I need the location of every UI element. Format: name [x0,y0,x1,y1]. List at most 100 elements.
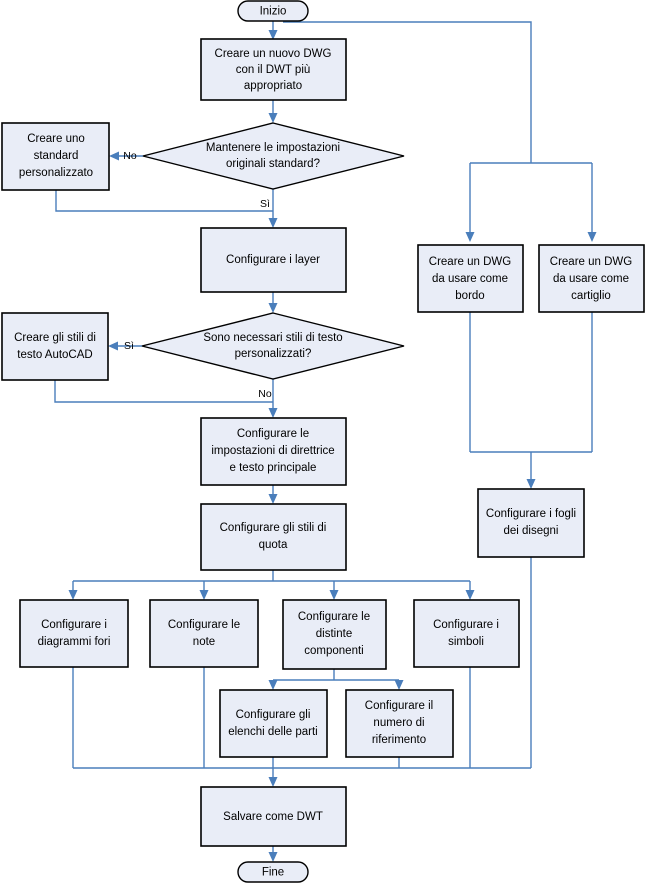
arrowhead-dwg-border [465,232,475,242]
config-parts-list-line-2: elenchi delle parti [228,726,318,738]
config-ref-number-line-1: Configurare il [365,700,433,712]
config-bom-line-3: componenti [304,645,363,657]
decision-standard-line-2: originali standard? [226,158,320,170]
decision-standard-shape [142,122,405,190]
node-config-holes[interactable]: Configurare i diagrammi fori [19,599,129,668]
config-leader-shape [200,417,347,486]
arrowhead-config-parts-list [268,680,278,690]
edge-label-standard-si: Sì [260,198,270,210]
custom-standard-line-2: standard [34,150,79,162]
node-decision-standard[interactable]: Mantenere le impostazioni originali stan… [142,122,405,190]
config-layer-label: Configurare i layer [226,254,320,266]
config-sheets-shape [477,488,585,558]
config-dim-styles-line-2: quota [259,539,288,551]
node-config-dim-styles[interactable]: Configurare gli stili di quota [200,503,347,571]
config-sheets-line-2: dei disegni [504,525,559,537]
dwg-titleblock-line-3: cartiglio [571,290,611,302]
custom-standard-line-1: Creare uno [27,133,85,145]
decision-standard-line-1: Mantenere le impostazioni [206,142,340,154]
config-notes-line-2: note [193,636,215,648]
arrowhead-config-holes [68,590,78,600]
create-dwg-line-3: appropriato [244,80,302,92]
config-holes-line-2: diagrammi fori [38,636,111,648]
edge-label-text-styles-no: No [258,388,272,400]
decision-text-styles-shape [141,312,405,380]
node-end[interactable]: Fine [237,861,309,883]
node-config-notes[interactable]: Configurare le note [149,599,259,668]
edge-label-standard-no: No [123,150,137,162]
config-holes-shape [19,599,129,668]
node-config-ref-number[interactable]: Configurare il numero di riferimento [345,689,454,758]
arrowhead-config-layer [268,218,278,228]
create-dwg-line-1: Creare un nuovo DWG [215,48,332,60]
dwg-border-line-1: Creare un DWG [429,256,511,268]
config-layer-shape [200,227,347,293]
config-dim-styles-shape [200,503,347,571]
dwg-titleblock-line-2: da usare come [553,273,629,285]
config-parts-list-shape [219,689,328,758]
config-notes-line-1: Configurare le [168,619,240,631]
arrowhead-config-dim-styles [268,494,278,504]
dwg-border-line-2: da usare come [432,273,508,285]
node-config-bom[interactable]: Configurare le distinte componenti [282,599,387,670]
start-label: Inizio [260,6,287,18]
arrowhead-config-sheets [526,479,536,489]
arrowhead-end [268,852,278,862]
node-dwg-titleblock[interactable]: Creare un DWG da usare come cartiglio [538,244,645,313]
arrowhead-save-dwt [268,777,278,787]
dwg-border-shape [417,244,524,313]
config-bom-line-1: Configurare le [298,611,370,623]
start-terminator-shape [237,0,309,22]
save-dwt-shape [200,786,347,847]
arrowhead-config-notes [199,590,209,600]
node-config-layer[interactable]: Configurare i layer [200,227,347,293]
config-ref-number-shape [345,689,454,758]
config-sheets-line-1: Configurare i fogli [486,508,576,520]
node-decision-text-styles[interactable]: Sono necessari stili di testo personaliz… [141,312,405,380]
create-dwg-shape [200,38,347,101]
dwg-titleblock-line-1: Creare un DWG [550,256,632,268]
config-leader-line-3: e testo principale [230,462,317,474]
edge-custom-standard-rejoin [55,190,273,212]
autocad-text-styles-line-2: testo AutoCAD [17,349,92,361]
node-dwg-border[interactable]: Creare un DWG da usare come bordo [417,244,524,313]
node-config-sheets[interactable]: Configurare i fogli dei disegni [477,488,585,558]
config-symbols-shape [413,599,520,668]
node-config-leader[interactable]: Configurare le impostazioni di direttric… [200,417,347,486]
node-config-parts-list[interactable]: Configurare gli elenchi delle parti [219,689,328,758]
config-bom-line-2: distinte [316,628,352,640]
arrowhead-custom-standard [109,151,119,161]
save-dwt-label: Salvare come DWT [223,811,323,823]
config-leader-line-1: Configurare le [237,428,309,440]
edge-autocad-text-rejoin [54,380,273,403]
decision-text-styles-line-2: personalizzati? [235,348,312,360]
end-label: Fine [262,867,284,879]
end-terminator-shape [237,861,309,883]
dwg-border-line-3: bordo [455,290,484,302]
node-save-dwt[interactable]: Salvare come DWT [200,786,347,847]
arrowhead-config-leader [268,408,278,418]
arrowhead-create-dwg [268,30,278,40]
config-dim-styles-line-1: Configurare gli stili di [220,522,327,534]
config-symbols-line-1: Configurare i [433,619,499,631]
autocad-text-styles-line-1: Creare gli stili di [14,332,96,344]
config-leader-line-2: impostazioni di direttrice [211,445,334,457]
arrowhead-decision-standard [268,113,278,123]
config-holes-line-1: Configurare i [41,619,107,631]
config-bom-shape [282,599,387,670]
arrowhead-config-bom [329,590,339,600]
custom-standard-line-3: personalizzato [19,167,93,179]
node-create-dwg[interactable]: Creare un nuovo DWG con il DWT più appro… [200,38,347,101]
node-custom-standard[interactable]: Creare uno standard personalizzato [1,122,110,191]
arrowhead-config-symbols [465,590,475,600]
node-start[interactable]: Inizio [237,0,309,22]
connector-layer: custom_standard --> config_layer --> aut… [54,21,597,862]
arrowhead-dwg-titleblock [587,232,597,242]
config-ref-number-line-3: riferimento [372,734,426,746]
config-notes-shape [149,599,259,668]
node-autocad-text-styles[interactable]: Creare gli stili di testo AutoCAD [1,312,109,381]
node-config-symbols[interactable]: Configurare i simboli [413,599,520,668]
edge-start-to-right-branch [283,21,532,163]
